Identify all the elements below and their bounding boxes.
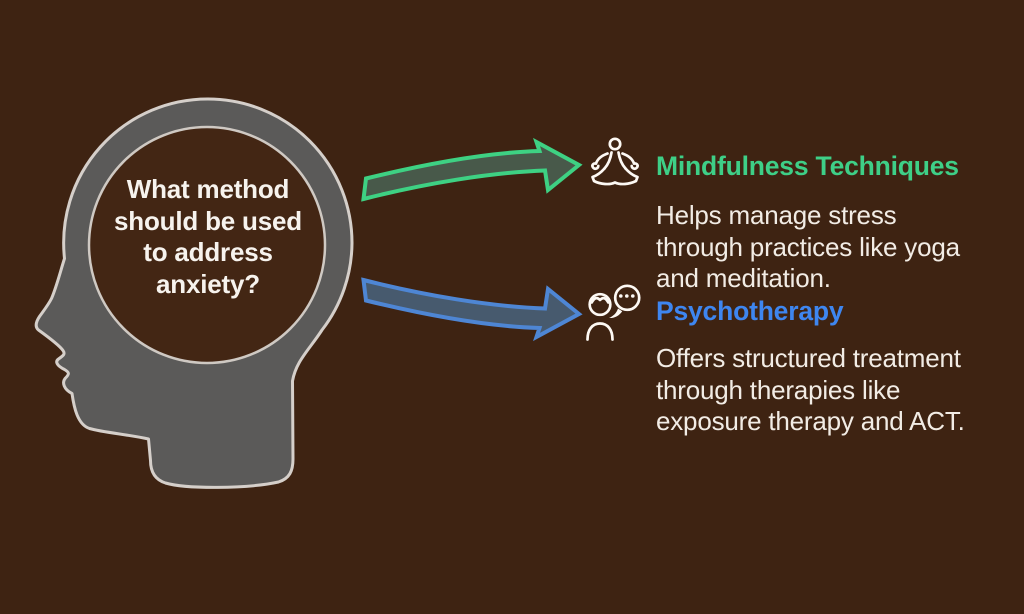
psychotherapy-description: Offers structured treatment through ther… [656,343,965,438]
psychotherapy-title: Psychotherapy [656,296,844,326]
mindfulness-description: Helps manage stress through practices li… [656,200,960,295]
mindfulness-description-line-1: Helps manage stress [656,200,897,230]
mindfulness-description-line-3: and meditation. [656,263,831,293]
head-question-text: What method should be used to address an… [58,174,358,300]
mindfulness-description-line-2: through practices like yoga [656,231,960,262]
question-line-2: should be used [114,205,302,236]
psychotherapy-arrow [361,277,583,342]
psychotherapy-description-line-2: through therapies like [656,374,901,405]
person-chat-icon [586,284,641,341]
mindfulness-arrow [361,137,583,202]
question-line-4: anxiety? [156,268,260,299]
question-line-3: to address [143,237,273,268]
mindfulness-title: Mindfulness Techniques [656,151,959,181]
psychotherapy-description-line-1: Offers structured treatment [656,343,961,373]
meditation-icon [591,137,639,186]
question-line-1: What method [126,174,290,204]
head-thought-circle [87,125,327,365]
psychotherapy-description-line-3: exposure therapy and ACT. [656,406,965,436]
